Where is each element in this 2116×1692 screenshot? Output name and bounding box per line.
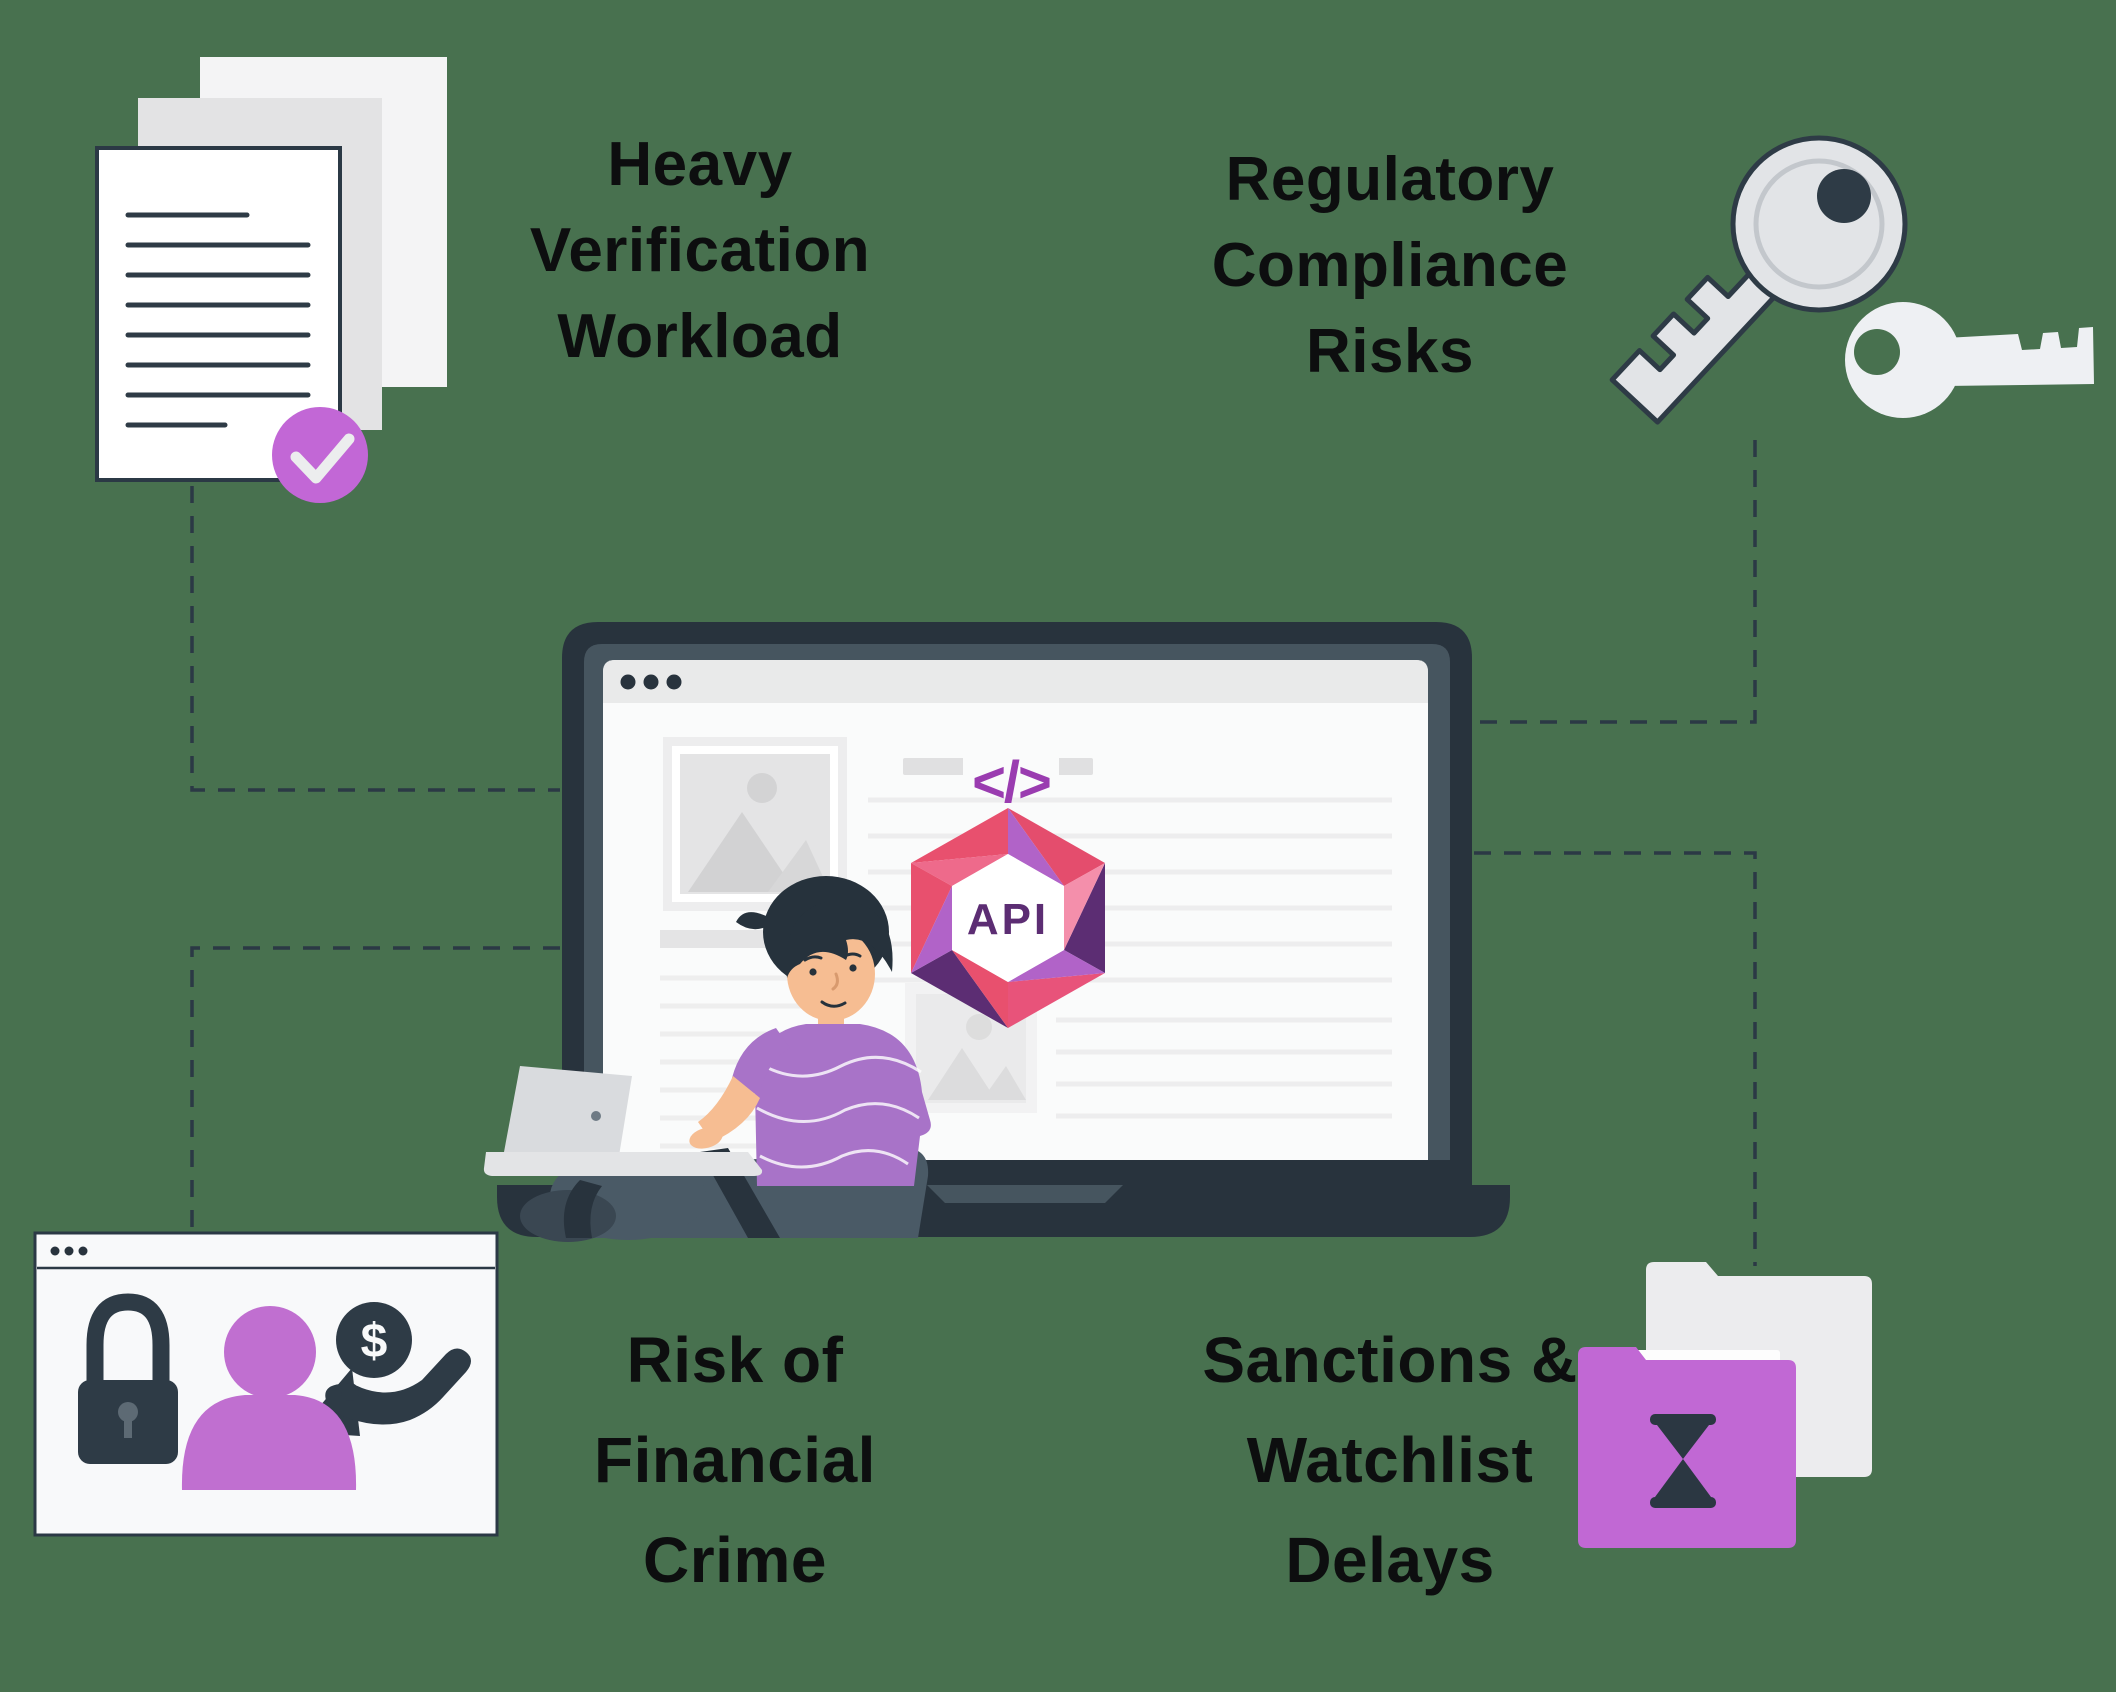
label-line: Financial [594,1424,876,1496]
padlock-icon [78,1293,178,1464]
label-line: Risk of [626,1324,844,1396]
connector-bottom-left [190,946,560,1229]
laptop-illustration: </> [497,622,1510,1237]
connector-top-left [190,486,560,792]
shirt-waves [756,1055,922,1169]
dollar-symbol: $ [361,1315,388,1368]
developer-person [483,876,931,1242]
label-line: Workload [557,302,843,371]
label-line: Watchlist [1246,1424,1534,1496]
image-placeholder-large [663,737,847,911]
folders-icon [1578,1262,1872,1548]
key-small [1845,302,2094,418]
label-line: Risks [1306,317,1474,386]
label-heavy-verification-workload: Heavy Verification Workload [430,122,970,380]
financial-crime-window: $ [33,1231,499,1537]
label-line: Verification [529,216,871,285]
label-line: Crime [643,1524,827,1596]
label-line: Regulatory [1225,145,1555,214]
connector-top-right [1474,440,1757,724]
label-line: Delays [1285,1524,1495,1596]
hair-front [786,900,893,978]
browser-dots [620,674,682,690]
connector-lines [190,440,1757,1266]
label-regulatory-compliance-risks: Regulatory Compliance Risks [1120,137,1660,395]
dollar-coin-icon: $ [336,1302,412,1378]
person-icon [181,1306,357,1490]
api-label: API [967,895,1049,944]
api-hexagon-logo: API [911,808,1105,1028]
hourglass-icon [1650,1414,1716,1508]
hand [689,1127,723,1149]
code-bar-gap [963,748,1059,784]
keys-icon [1609,135,2094,425]
label-line: Sanctions & [1202,1324,1578,1396]
browser-window: </> [603,660,1428,1160]
browser-titlebar [603,660,1428,703]
document-text-lines [125,212,311,428]
label-line: Heavy [607,130,793,199]
keyhole [1817,169,1871,223]
hand-icon [325,1348,471,1425]
shirt [754,1024,931,1186]
label-risk-of-financial-crime: Risk of Financial Crime [465,1310,1005,1610]
person-laptop [483,1066,763,1176]
laptop-base-notch [927,1185,1123,1203]
documents-stack-icon [95,57,447,503]
connector-bottom-right [1474,851,1757,1266]
person-head [786,900,893,1021]
label-line: Compliance [1211,231,1569,300]
window-dots [50,1246,88,1256]
check-circle-icon [272,407,368,503]
person-arm [689,1028,790,1149]
code-icon: </> [972,750,1050,815]
label-sanctions-watchlist-delays: Sanctions & Watchlist Delays [1120,1310,1660,1610]
key-large [1609,135,1908,425]
